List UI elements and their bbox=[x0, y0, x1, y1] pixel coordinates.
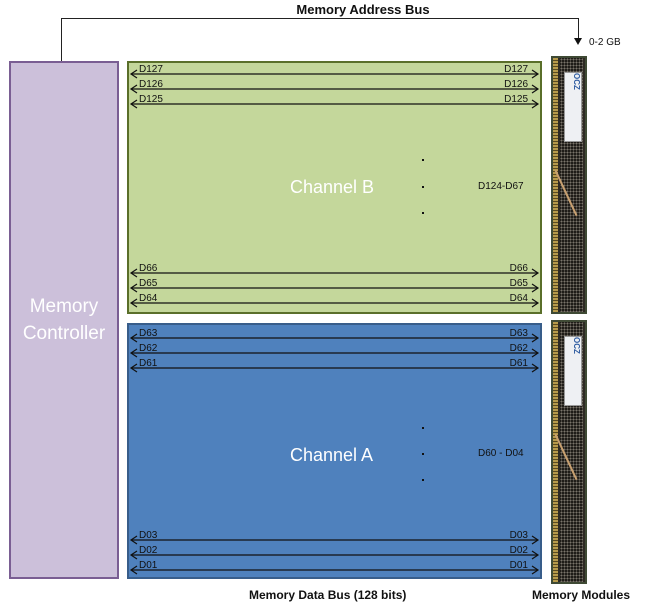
channel-b-range-label: D124-D67 bbox=[478, 181, 524, 192]
bidirectional-arrow-icon bbox=[129, 333, 540, 343]
memory-module-image: OCZ bbox=[551, 320, 587, 584]
bidirectional-arrow-icon bbox=[129, 84, 540, 94]
data-line-label-left: D64 bbox=[139, 293, 158, 304]
bidirectional-arrow-icon bbox=[129, 99, 540, 109]
bidirectional-arrow-icon bbox=[129, 268, 540, 278]
bidirectional-arrow-icon bbox=[129, 550, 540, 560]
data-bus-label: Memory Data Bus (128 bits) bbox=[249, 588, 407, 602]
brand-logo-icon: OCZ bbox=[571, 337, 581, 354]
data-line: D61 D61 bbox=[129, 358, 540, 373]
channel-b-label: Channel B bbox=[290, 177, 375, 197]
bidirectional-arrow-icon bbox=[129, 283, 540, 293]
bidirectional-arrow-icon bbox=[129, 69, 540, 79]
data-line: D02 D02 bbox=[129, 545, 540, 560]
data-line: D03 D03 bbox=[129, 530, 540, 545]
ellipsis-dot bbox=[422, 427, 424, 429]
controller-label-line1: Memory bbox=[29, 296, 99, 317]
data-line-label-left: D63 bbox=[139, 328, 158, 339]
module-pins bbox=[553, 322, 558, 582]
data-line-label-left: D02 bbox=[139, 545, 158, 556]
brand-logo-icon: OCZ bbox=[571, 73, 581, 90]
data-line-label-left: D03 bbox=[139, 530, 158, 541]
ellipsis-dot bbox=[422, 159, 424, 161]
data-line-label-left: D65 bbox=[139, 278, 158, 289]
data-line: D64 D64 bbox=[129, 293, 540, 308]
data-line-label-right: D64 bbox=[509, 293, 528, 304]
channel-b: D127 D127 D126 D126 D125 D125 Channel B … bbox=[127, 61, 542, 314]
data-line-label-left: D01 bbox=[139, 560, 158, 571]
data-line: D125 D125 bbox=[129, 94, 540, 109]
address-bus-title: Memory Address Bus bbox=[296, 2, 430, 17]
data-line: D63 D63 bbox=[129, 328, 540, 343]
data-line-label-right: D65 bbox=[509, 278, 528, 289]
data-line: D62 D62 bbox=[129, 343, 540, 358]
data-line: D65 D65 bbox=[129, 278, 540, 293]
bidirectional-arrow-icon bbox=[129, 565, 540, 575]
data-line: D01 D01 bbox=[129, 560, 540, 575]
module-sticker: OCZ bbox=[564, 72, 582, 142]
address-bus-arrow-icon bbox=[574, 38, 582, 45]
address-bus-line-right bbox=[578, 18, 579, 40]
channel-a-range-label: D60 - D04 bbox=[478, 448, 524, 459]
data-line-label-right: D03 bbox=[509, 530, 528, 541]
bidirectional-arrow-icon bbox=[129, 535, 540, 545]
address-bus-line-top bbox=[61, 18, 579, 19]
data-line-label-left: D125 bbox=[139, 94, 163, 105]
data-line-label-right: D62 bbox=[509, 343, 528, 354]
module-sticker: OCZ bbox=[564, 336, 582, 406]
data-line-label-left: D66 bbox=[139, 263, 158, 274]
controller-label-line2: Controller bbox=[22, 323, 106, 344]
ellipsis-dot bbox=[422, 479, 424, 481]
data-line-label-left: D126 bbox=[139, 79, 163, 90]
ellipsis-dot bbox=[422, 453, 424, 455]
data-line-label-right: D01 bbox=[509, 560, 528, 571]
data-line-label-right: D63 bbox=[509, 328, 528, 339]
data-line: D126 D126 bbox=[129, 79, 540, 94]
address-bus-line-left bbox=[61, 18, 62, 61]
data-line-label-left: D127 bbox=[139, 64, 163, 75]
bidirectional-arrow-icon bbox=[129, 348, 540, 358]
channel-a-label: Channel A bbox=[290, 445, 374, 465]
channel-a: D63 D63 D62 D62 D61 D61 Channel A D60 - … bbox=[127, 323, 542, 579]
address-range-label: 0-2 GB bbox=[589, 37, 621, 48]
data-line-label-right: D66 bbox=[509, 263, 528, 274]
data-line-label-right: D02 bbox=[509, 545, 528, 556]
data-line-label-right: D127 bbox=[504, 64, 528, 75]
memory-modules-label: Memory Modules bbox=[532, 588, 631, 602]
data-line: D66 D66 bbox=[129, 263, 540, 278]
ellipsis-dot bbox=[422, 186, 424, 188]
data-line-label-right: D61 bbox=[509, 358, 528, 369]
bidirectional-arrow-icon bbox=[129, 298, 540, 308]
memory-module-image: OCZ bbox=[551, 56, 587, 314]
memory-controller: Memory Controller bbox=[9, 61, 119, 579]
ellipsis-dot bbox=[422, 212, 424, 214]
module-pins bbox=[553, 58, 558, 312]
data-line-label-left: D61 bbox=[139, 358, 158, 369]
data-line-label-right: D126 bbox=[504, 79, 528, 90]
data-line: D127 D127 bbox=[129, 64, 540, 79]
bidirectional-arrow-icon bbox=[129, 363, 540, 373]
data-line-label-right: D125 bbox=[504, 94, 528, 105]
data-line-label-left: D62 bbox=[139, 343, 158, 354]
